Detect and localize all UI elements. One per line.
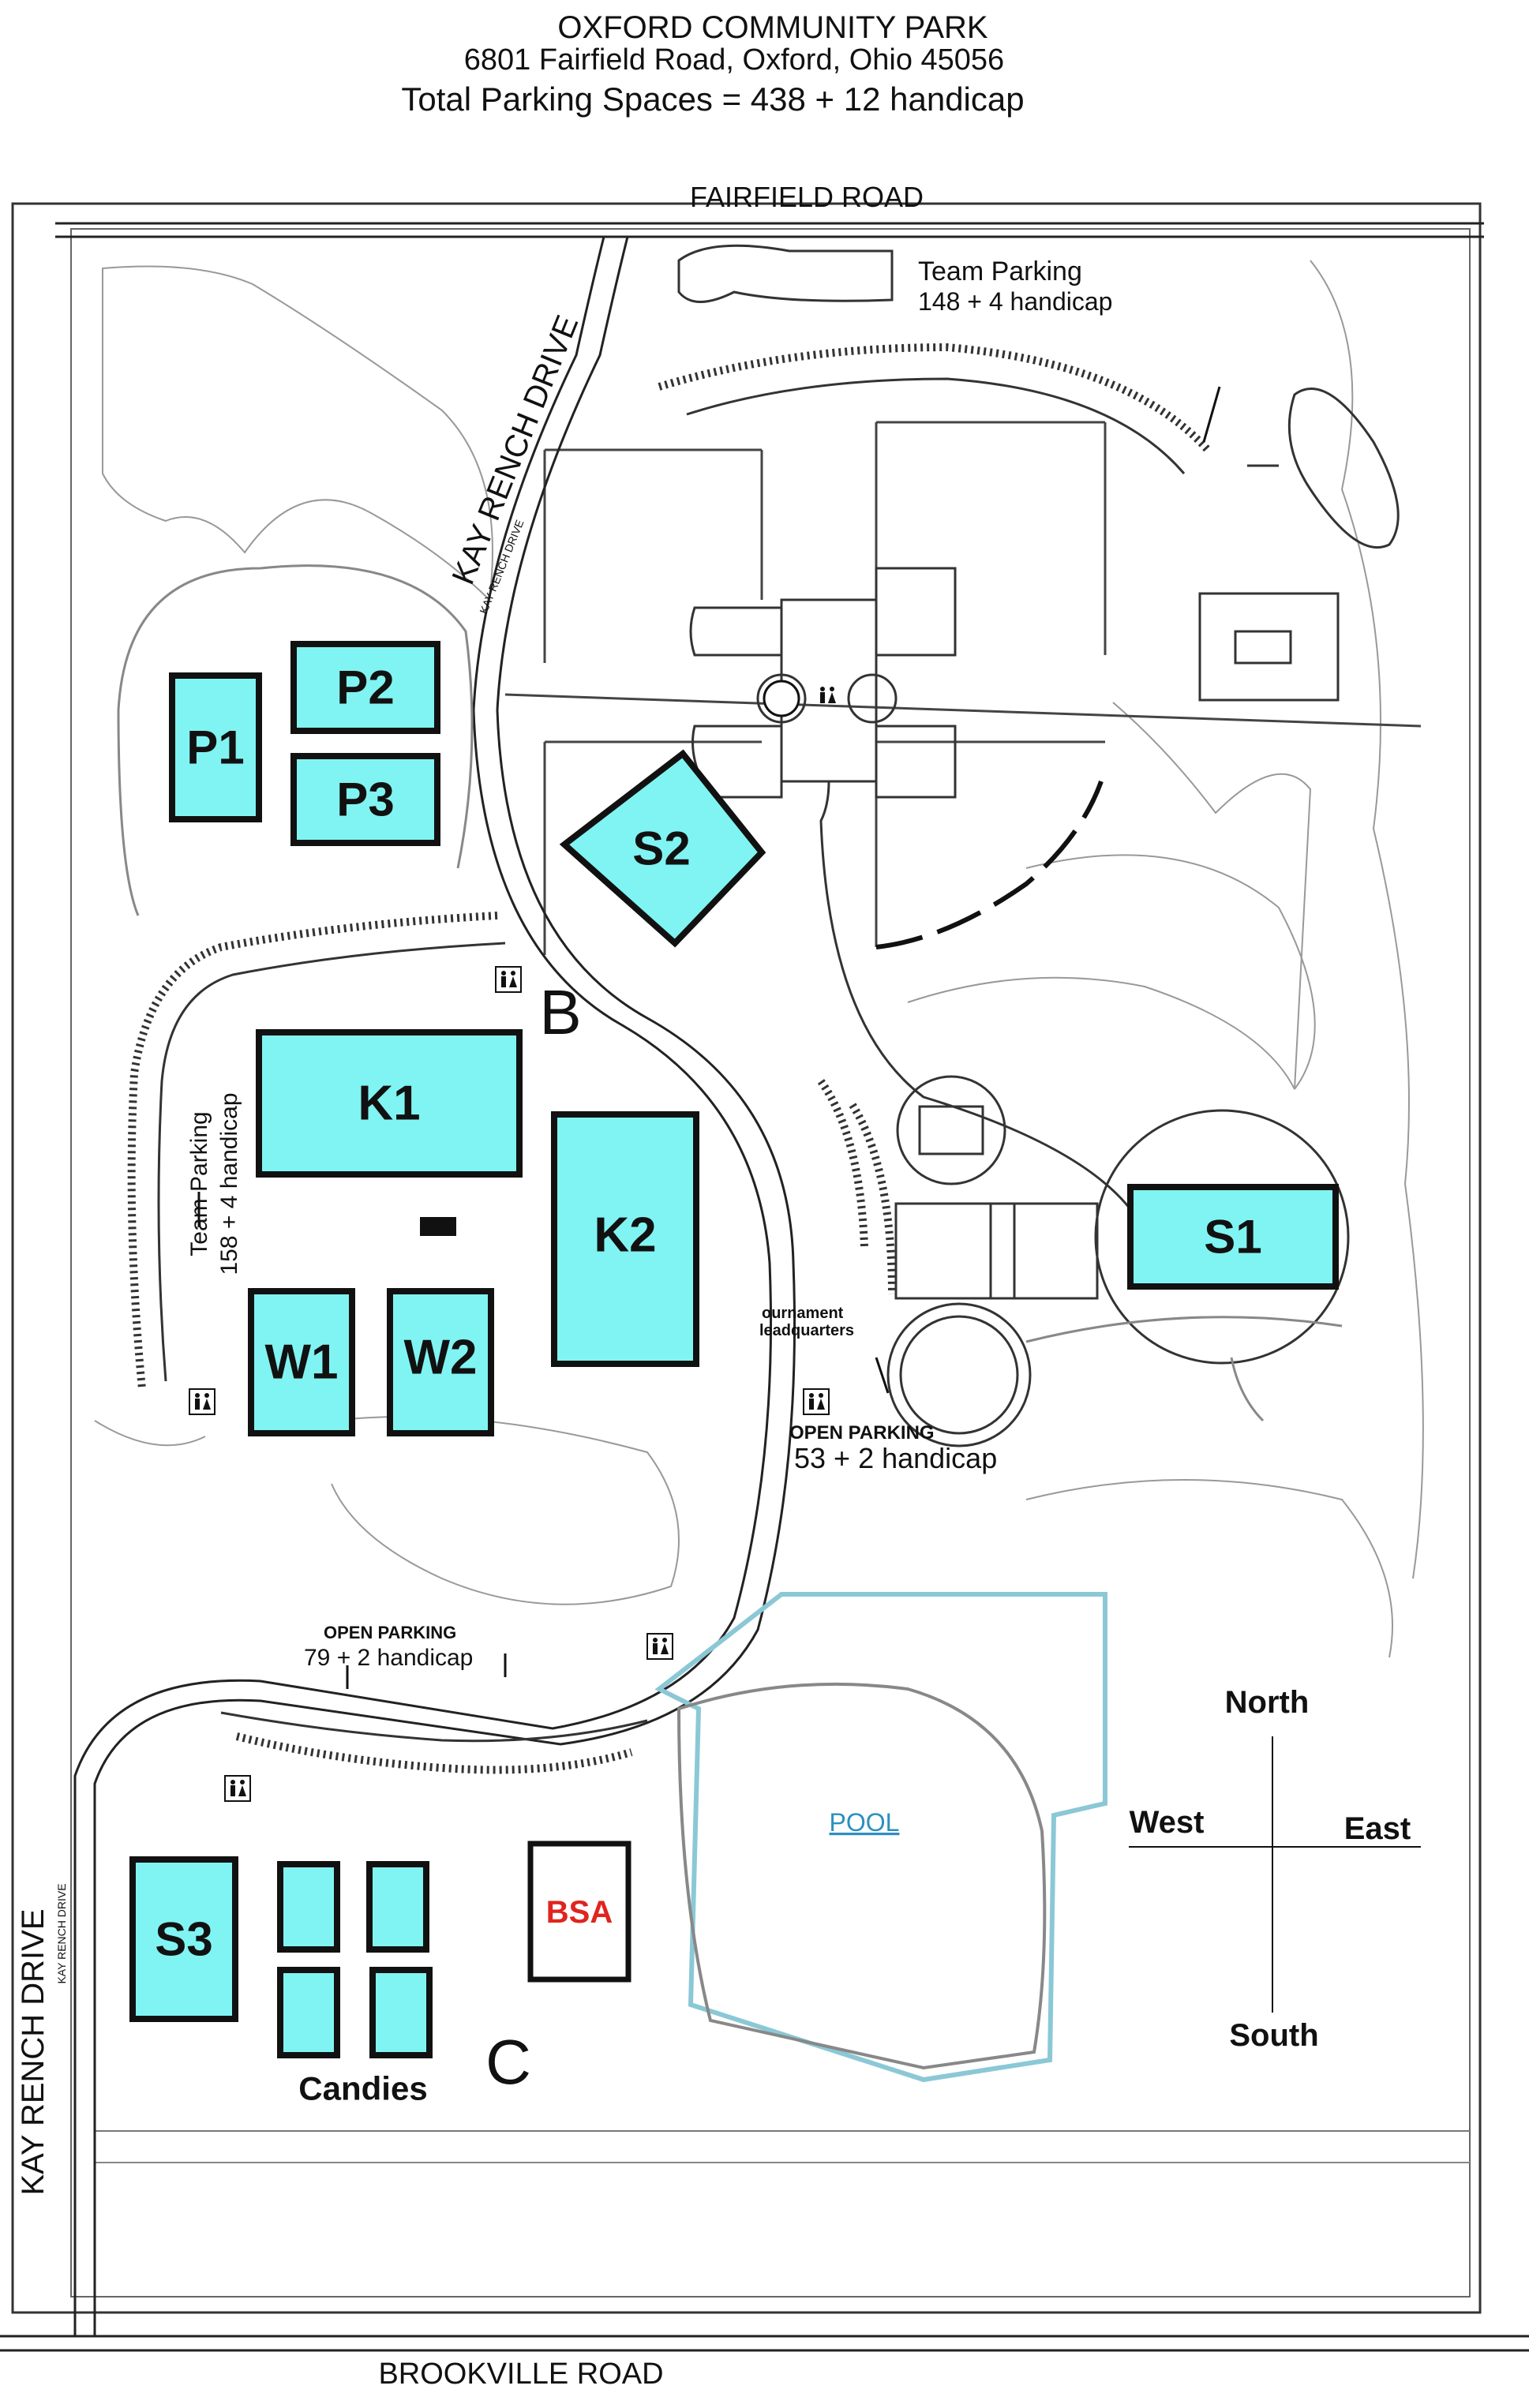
pool-area xyxy=(654,1592,1107,2083)
food-icon xyxy=(763,680,800,717)
open-parking-south-line2: 79 + 2 handicap xyxy=(304,1645,473,1671)
tournament-hq-line1: ournament xyxy=(762,1305,844,1322)
field-w2-label: W2 xyxy=(404,1331,478,1385)
field-p2-label: P2 xyxy=(336,661,394,714)
field-bsa[interactable]: BSA xyxy=(527,1841,631,1983)
field-p1-label: P1 xyxy=(186,721,244,774)
map-title: OXFORD COMMUNITY PARK xyxy=(557,10,988,45)
field-k2-label: K2 xyxy=(594,1208,656,1263)
candies-fields[interactable] xyxy=(277,1861,433,2058)
central-complex xyxy=(689,567,1146,1232)
team-parking-north-arrow xyxy=(1202,386,1221,443)
road-label-kay-rench-lower: KAY RENCH DRIVE xyxy=(16,1908,51,2195)
restroom-icon xyxy=(820,687,836,703)
field-s3[interactable]: S3 xyxy=(129,1856,238,2022)
field-s3-label: S3 xyxy=(155,1913,212,1966)
field-s1-label: S1 xyxy=(1204,1211,1261,1264)
restroom-icons xyxy=(189,687,836,1802)
field-p3[interactable]: P3 xyxy=(290,753,440,846)
recreation-area xyxy=(886,388,1400,1447)
restroom-icon xyxy=(646,1633,673,1660)
field-k2[interactable]: K2 xyxy=(551,1111,699,1367)
terrain-contours xyxy=(94,260,1424,1658)
kay-rench-drive xyxy=(73,236,796,2336)
pool-track xyxy=(676,1682,1047,2070)
team-parking-west-line1: Team Parking xyxy=(186,1111,212,1256)
compass-rose: North South West East xyxy=(1129,1685,1421,2053)
marker-b: B xyxy=(539,977,581,1047)
field-p3-label: P3 xyxy=(336,773,394,826)
compass-south: South xyxy=(1229,2018,1318,2053)
tournament-hq-line2: leadquarters xyxy=(759,1322,854,1339)
field-s2[interactable]: S2 xyxy=(559,749,766,948)
field-k1[interactable]: K1 xyxy=(256,1029,523,1178)
map-address: 6801 Fairfield Road, Oxford, Ohio 45056 xyxy=(464,43,1004,77)
compass-north: North xyxy=(1225,1685,1310,1720)
field-s1[interactable]: S1 xyxy=(1127,1184,1339,1290)
field-p1[interactable]: P1 xyxy=(169,672,262,822)
fairfield-road xyxy=(55,222,1484,238)
team-parking-west-label: Team Parking 158 + 4 handicap xyxy=(186,1092,242,1275)
small-building xyxy=(420,1217,456,1236)
road-label-brookville: BROOKVILLE ROAD xyxy=(378,2357,663,2391)
field-w2[interactable]: W2 xyxy=(387,1288,494,1436)
marker-c: C xyxy=(485,2027,531,2097)
restroom-icon xyxy=(803,1388,830,1415)
field-s2-label: S2 xyxy=(632,822,690,875)
field-w1-label: W1 xyxy=(265,1335,339,1390)
brookville-road xyxy=(0,2335,1529,2352)
open-parking-mid-arrow xyxy=(875,1357,890,1394)
compass-east: East xyxy=(1344,1811,1411,1846)
candies-label: Candies xyxy=(298,2070,427,2107)
restroom-icon xyxy=(224,1775,251,1802)
field-w1[interactable]: W1 xyxy=(248,1288,355,1436)
ball-diamonds xyxy=(504,421,1422,955)
open-parking-mid-line1: OPEN PARKING xyxy=(789,1422,935,1444)
parking-total: Total Parking Spaces = 438 + 12 handicap xyxy=(401,81,1024,118)
team-parking-north-line1: Team Parking xyxy=(918,257,1082,286)
restroom-icon xyxy=(189,1388,215,1415)
road-label-fairfield: FAIRFIELD ROAD xyxy=(690,181,924,213)
field-p2[interactable]: P2 xyxy=(290,641,440,734)
open-parking-mid-line2: 53 + 2 handicap xyxy=(794,1442,997,1474)
park-boundary xyxy=(11,202,1482,2314)
restroom-icon xyxy=(495,966,522,993)
parking-rows xyxy=(127,343,1211,1774)
road-label-kay-rench-lower-small: KAY RENCH DRIVE xyxy=(55,1883,68,1983)
walking-paths xyxy=(117,564,1343,1422)
team-parking-north-line2: 148 + 4 handicap xyxy=(918,287,1112,316)
pool-label: POOL xyxy=(830,1808,900,1837)
compass-west: West xyxy=(1130,1805,1205,1840)
team-parking-west-line2: 158 + 4 handicap xyxy=(216,1092,242,1275)
open-parking-south-line1: OPEN PARKING xyxy=(324,1623,456,1642)
field-k1-label: K1 xyxy=(358,1077,420,1131)
pond xyxy=(677,244,894,303)
field-bsa-label: BSA xyxy=(546,1895,613,1930)
